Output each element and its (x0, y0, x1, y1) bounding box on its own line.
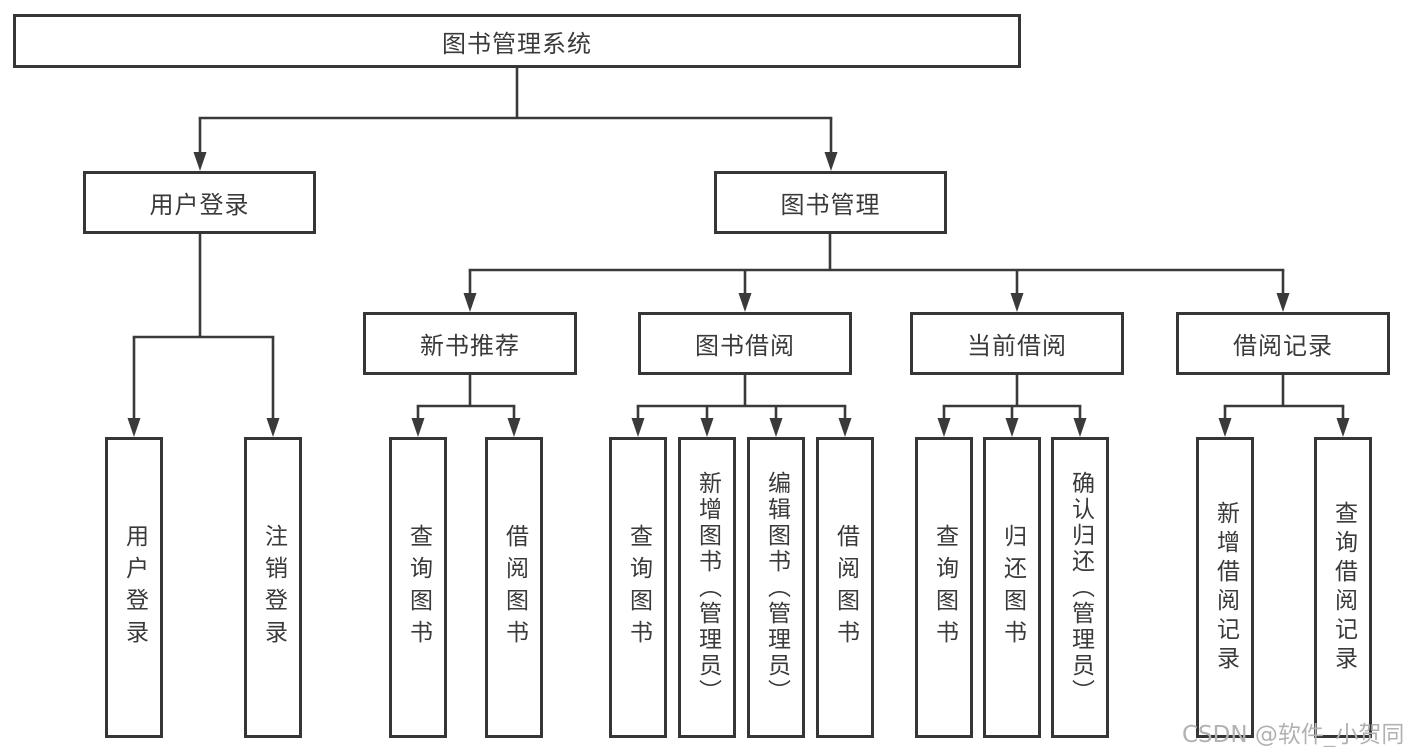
branch-node-label: 图书管理 (780, 191, 881, 219)
branch-node-user-login: 用户登录 (83, 171, 316, 234)
module-node-label: 当前借阅 (967, 332, 1067, 360)
root-node-library-system: 图书管理系统 (13, 14, 1021, 68)
module-node-new-book-recommend: 新书推荐 (363, 312, 577, 375)
branch-node-label: 用户登录 (149, 191, 250, 219)
leaf-node-label: 确认归还（管理员） (1067, 470, 1094, 705)
leaf-node-confirm-return-admin: 确认归还（管理员） (1051, 437, 1109, 738)
csdn-watermark: CSDN @软件_小贺同学 (1182, 722, 1405, 747)
leaf-node-return-books: 归还图书 (983, 437, 1041, 738)
leaf-node-label: 新增图书（管理员） (694, 470, 721, 705)
module-node-label: 图书借阅 (695, 332, 795, 360)
leaf-node-label: 查询图书 (931, 523, 958, 652)
leaf-node-label: 查询图书 (405, 523, 432, 652)
leaf-node-label: 借阅图书 (832, 523, 859, 652)
leaf-node-label: 归还图书 (999, 523, 1026, 652)
leaf-node-borrow-books: 借阅图书 (485, 437, 543, 738)
root-node-label: 图书管理系统 (442, 29, 592, 58)
leaf-node-add-borrow-record: 新增借阅记录 (1196, 437, 1254, 738)
leaf-node-label: 编辑图书（管理员） (763, 470, 790, 705)
leaf-node-logout: 注销登录 (244, 437, 302, 738)
branch-node-book-management: 图书管理 (714, 171, 947, 234)
leaf-node-label: 查询图书 (625, 523, 652, 652)
leaf-node-label: 用户登录 (121, 523, 148, 652)
leaf-node-label: 注销登录 (260, 523, 287, 652)
module-node-current-borrow: 当前借阅 (910, 312, 1124, 375)
leaf-node-query-borrow-record: 查询借阅记录 (1314, 437, 1372, 738)
module-node-borrow-record: 借阅记录 (1176, 312, 1390, 375)
leaf-node-query-books: 查询图书 (609, 437, 667, 738)
leaf-node-query-books: 查询图书 (389, 437, 447, 738)
leaf-node-user-login: 用户登录 (105, 437, 163, 738)
module-node-label: 新书推荐 (420, 332, 520, 360)
module-node-book-borrow: 图书借阅 (638, 312, 852, 375)
leaf-node-borrow-books: 借阅图书 (816, 437, 874, 738)
leaf-node-label: 新增借阅记录 (1212, 500, 1239, 675)
leaf-node-query-books: 查询图书 (915, 437, 973, 738)
leaf-node-label: 借阅图书 (501, 523, 528, 652)
module-node-label: 借阅记录 (1233, 332, 1333, 360)
leaf-node-label: 查询借阅记录 (1330, 500, 1357, 675)
leaf-node-add-books-admin: 新增图书（管理员） (678, 437, 736, 738)
leaf-node-edit-books-admin: 编辑图书（管理员） (747, 437, 805, 738)
